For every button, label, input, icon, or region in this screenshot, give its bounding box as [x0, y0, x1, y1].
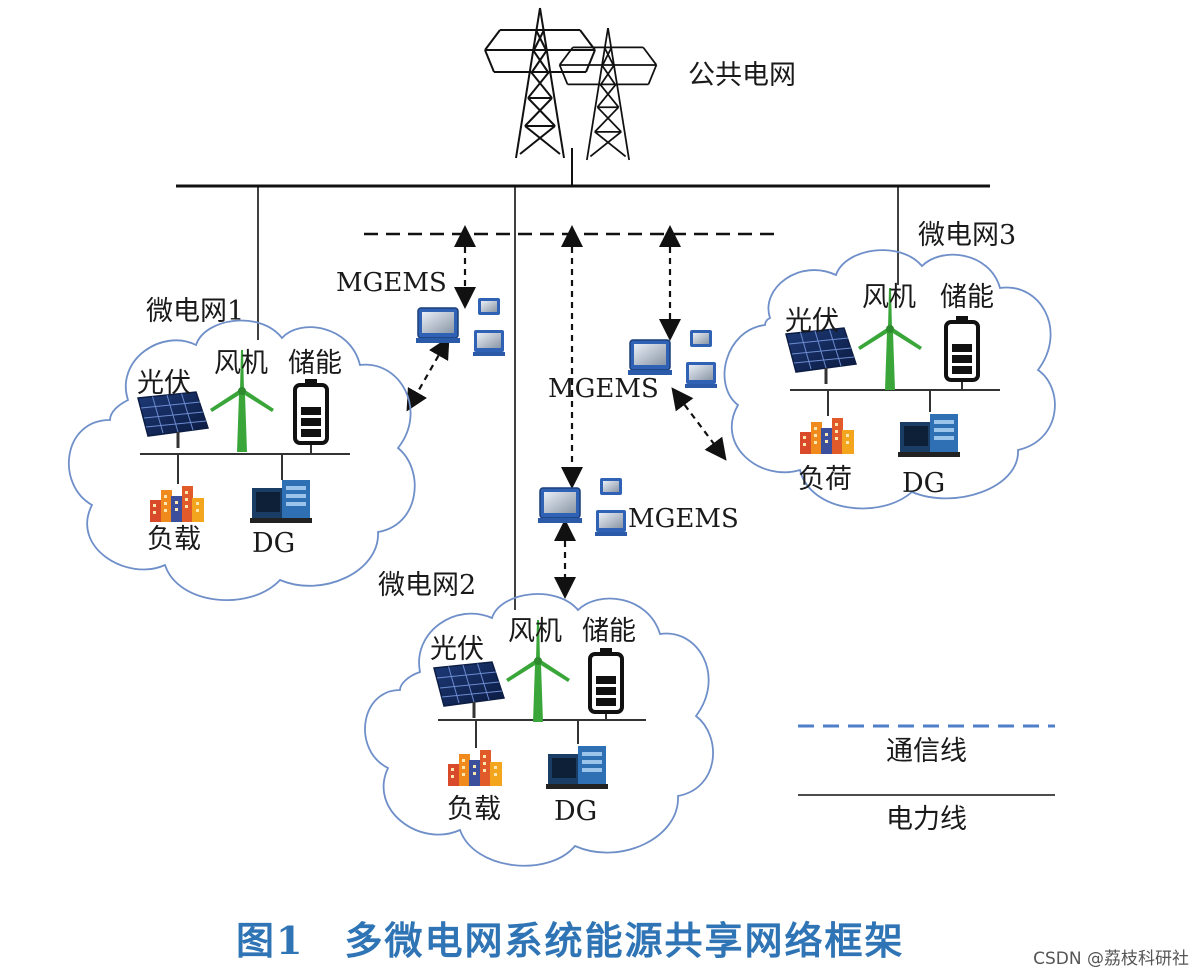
battery-icon — [588, 646, 624, 714]
public-grid-label: 公共电网 — [688, 60, 796, 91]
microgrid-2-wind-label: 风机 — [508, 616, 562, 647]
microgrid-3-wind-label: 风机 — [862, 282, 916, 313]
microgrid-2-components — [432, 620, 646, 789]
microgrid-2-pv-label: 光伏 — [430, 634, 484, 665]
pv-panel-icon — [432, 660, 506, 720]
load-icon — [800, 418, 854, 454]
microgrid-1-wind-label: 风机 — [214, 348, 268, 379]
mgems-label-3: MGEMS — [628, 504, 739, 534]
figure-number: 图1 — [236, 918, 305, 963]
microgrid-2-storage-label: 储能 — [582, 616, 636, 647]
mgems-computer-icon — [415, 297, 506, 357]
microgrid-1-components — [136, 350, 350, 523]
mgems-label-2: MGEMS — [548, 374, 659, 404]
pv-panel-icon — [136, 390, 210, 450]
tower-icon — [484, 7, 596, 159]
dg-icon — [546, 746, 608, 789]
watermark: CSDN @荔枝科研社 — [1033, 949, 1189, 969]
microgrid-1-name: 微电网1 — [146, 296, 245, 327]
microgrid-3-storage-label: 储能 — [940, 282, 994, 313]
microgrid-2-name: 微电网2 — [378, 570, 477, 601]
power-lines — [176, 148, 990, 610]
load-icon — [448, 750, 502, 786]
microgrid-1-load-label: 负载 — [147, 524, 201, 555]
microgrid-2-dg-label: DG — [554, 796, 598, 827]
mgems-computer-icon — [537, 477, 628, 537]
dg-icon — [250, 480, 312, 523]
microgrid-1-pv-label: 光伏 — [137, 368, 191, 399]
mgems-label-1: MGEMS — [336, 268, 447, 298]
microgrid-1-cloud — [68, 319, 416, 601]
microgrid-3-name: 微电网3 — [918, 220, 1017, 251]
battery-icon — [293, 377, 329, 445]
legend-comm-line-label: 通信线 — [886, 736, 967, 767]
battery-icon — [944, 314, 980, 382]
microgrid-3-dg-label: DG — [902, 468, 946, 499]
dg-icon — [898, 414, 960, 457]
microgrid-2-cloud — [364, 593, 714, 867]
microgrid-3-components — [784, 288, 1000, 457]
microgrid-3-load-label: 负荷 — [798, 464, 852, 495]
microgrid-1-storage-label: 储能 — [288, 348, 342, 379]
microgrid-3-cloud — [723, 249, 1056, 510]
load-icon — [150, 486, 204, 522]
tower-icon — [558, 27, 658, 161]
microgrid-2-load-label: 负载 — [447, 794, 501, 825]
figure-title: 多微电网系统能源共享网络框架 — [344, 918, 905, 963]
microgrid-3-pv-label: 光伏 — [785, 306, 839, 337]
legend-power-line-label: 电力线 — [886, 804, 967, 835]
comm-arrows — [406, 225, 727, 599]
microgrid-1-dg-label: DG — [252, 528, 296, 559]
